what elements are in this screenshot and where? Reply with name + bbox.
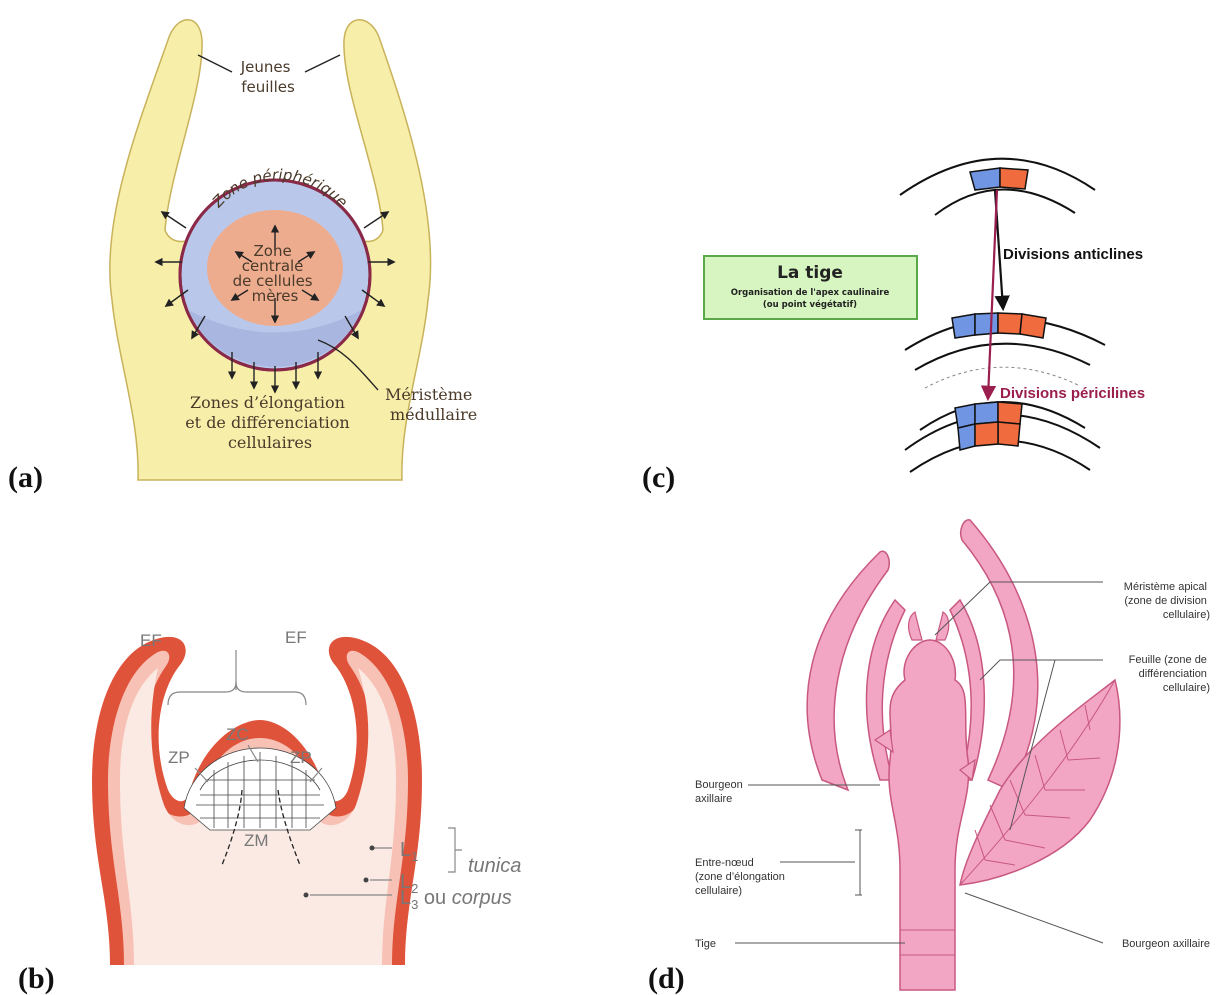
periclinal-arrow bbox=[988, 190, 997, 398]
axillary-bud-left-label: Bourgeon axillaire bbox=[695, 779, 746, 805]
internode-label: Entre-nœud (zone d’élongation cellulaire… bbox=[695, 857, 788, 897]
box-line-2: (ou point végétatif) bbox=[763, 299, 857, 310]
cell-layer-1 bbox=[900, 159, 1095, 215]
box-title: La tige bbox=[777, 263, 843, 283]
panel-letter-c: (c) bbox=[642, 461, 675, 494]
anticlinal-label: Divisions anticlines bbox=[1003, 246, 1143, 263]
panel-letter-b: (b) bbox=[18, 962, 55, 995]
panel-letter-a: (a) bbox=[8, 461, 43, 494]
cell-layer-3 bbox=[905, 402, 1100, 472]
apical-meristem-label: Méristème apical (zone de division cellu… bbox=[1124, 581, 1210, 621]
panel-d: Méristème apical (zone de division cellu… bbox=[648, 520, 1210, 995]
zp-left-label: ZP bbox=[168, 748, 190, 767]
zc-label: ZC bbox=[226, 725, 249, 744]
periclinal-label: Divisions péricilines bbox=[1000, 385, 1145, 402]
stem-label: Tige bbox=[695, 938, 716, 950]
ef-left-label: EF bbox=[140, 631, 162, 650]
young-leaves-label: Jeunes feuilles bbox=[240, 58, 296, 96]
axillary-bud-right-label: Bourgeon axillaire bbox=[1122, 938, 1210, 950]
panel-b: EF EF ZC ZP ZP ZM L1 L2 tunica L3 ou cor… bbox=[18, 628, 521, 995]
zm-label: ZM bbox=[244, 831, 269, 850]
ef-right-label: EF bbox=[285, 628, 307, 647]
leaf-label: Feuille (zone de différenciation cellula… bbox=[1129, 654, 1210, 694]
box-line-1: Organisation de l'apex caulinaire bbox=[731, 288, 890, 298]
stem-shape bbox=[889, 640, 969, 990]
tunica-label: tunica bbox=[468, 855, 521, 877]
cell-layer-2 bbox=[905, 313, 1105, 388]
medullary-meristem-label: Méristème médullaire bbox=[385, 385, 477, 424]
zp-right-label: ZP bbox=[290, 748, 312, 767]
panel-letter-d: (d) bbox=[648, 962, 685, 995]
panel-c: La tige Organisation de l'apex caulinair… bbox=[642, 159, 1145, 494]
panel-a: Jeunes feuilles Zone périphérique Zone c… bbox=[8, 20, 477, 494]
